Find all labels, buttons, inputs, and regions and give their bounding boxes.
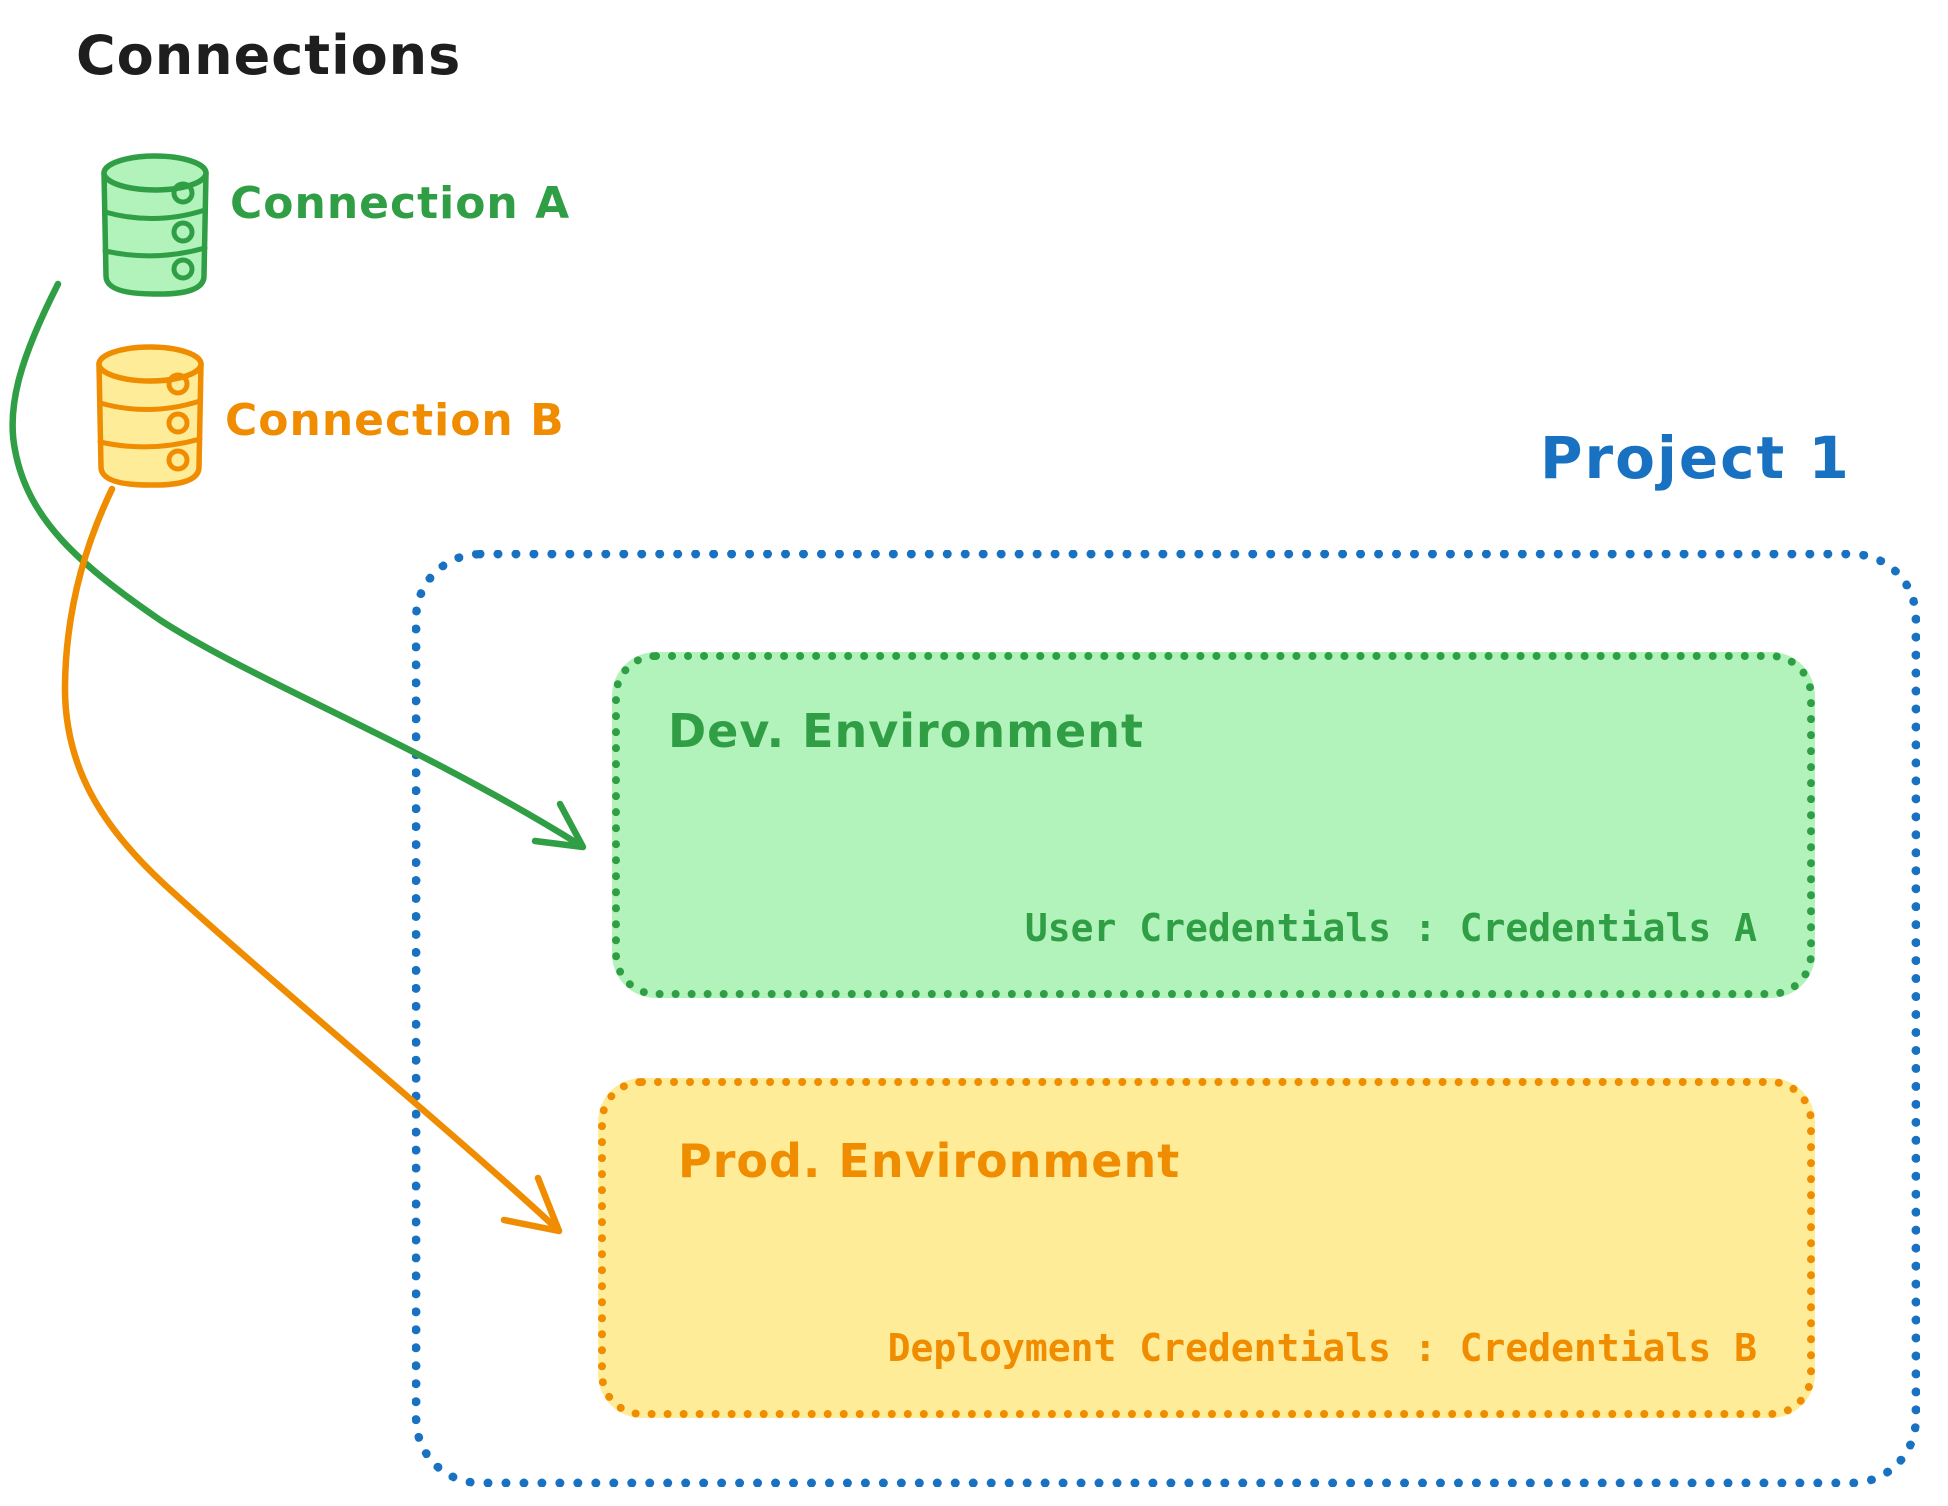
dev-environment-box: Dev. Environment User Credentials : Cred…	[612, 652, 1815, 998]
dev-credentials-text: User Credentials : Credentials A	[1024, 906, 1757, 950]
project-title: Project 1	[1540, 424, 1851, 492]
database-icon	[101, 153, 209, 297]
connection-a-label: Connection A	[230, 178, 571, 229]
connection-b-label: Connection B	[225, 395, 565, 446]
database-icon	[96, 344, 204, 488]
prod-credentials-text: Deployment Credentials : Credentials B	[887, 1326, 1757, 1370]
prod-environment-title: Prod. Environment	[678, 1134, 1181, 1188]
diagram-title: Connections	[76, 24, 462, 87]
prod-environment-box: Prod. Environment Deployment Credentials…	[598, 1078, 1815, 1418]
dev-environment-title: Dev. Environment	[668, 704, 1144, 758]
